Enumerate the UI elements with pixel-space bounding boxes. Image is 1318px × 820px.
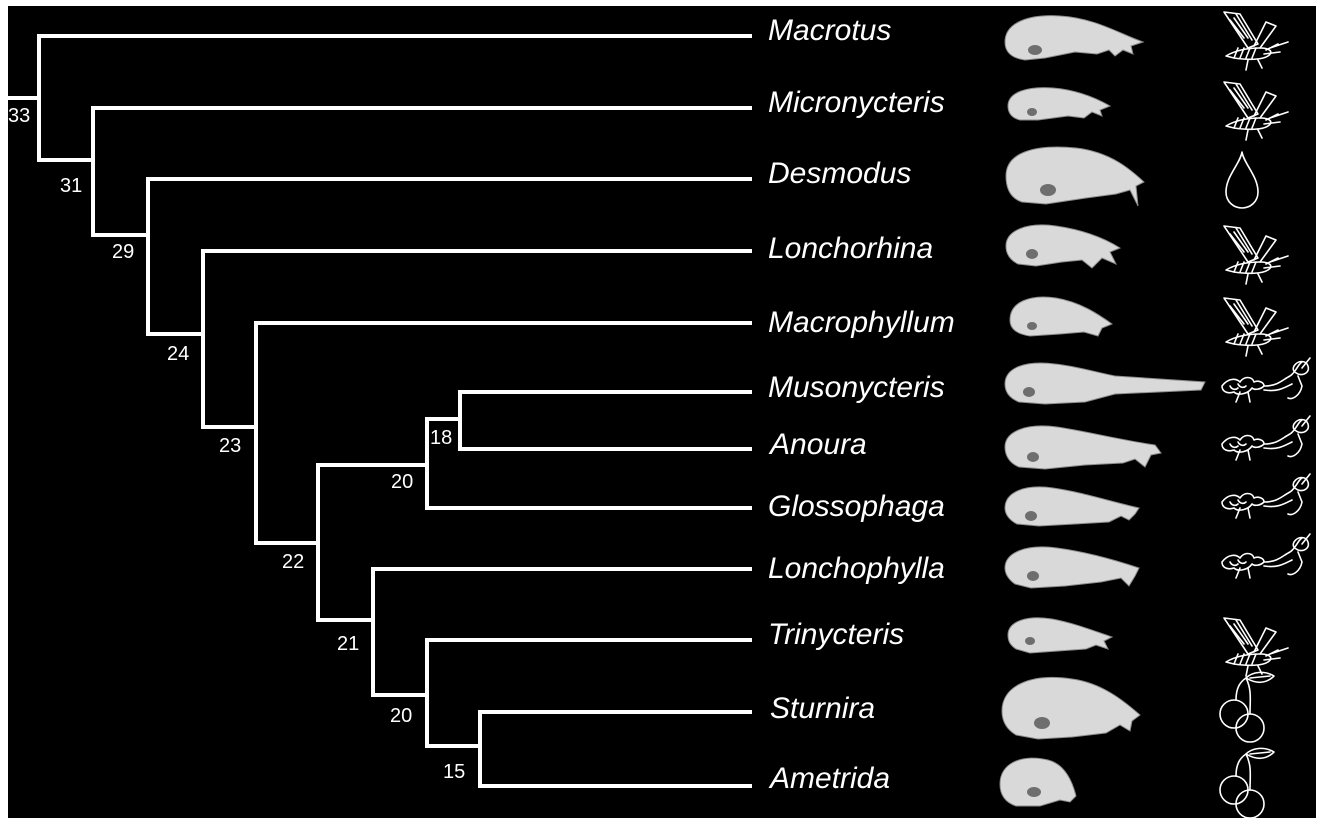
node-label-21: 21 <box>337 632 365 655</box>
taxon-label-glossophaga: Glossophaga <box>768 490 945 523</box>
taxon-label-macrophyllum: Macrophyllum <box>768 306 955 339</box>
node-label-20-upper: 20 <box>391 470 419 493</box>
insect-icon <box>1224 226 1288 284</box>
skull-image-lonchorhina <box>1006 225 1120 268</box>
svg-text:33: 33 <box>8 105 30 127</box>
svg-text:20: 20 <box>391 471 413 493</box>
skull-image-micronycteris <box>1008 88 1110 120</box>
insect-icon <box>1224 298 1288 356</box>
svg-text:31: 31 <box>60 175 82 197</box>
node-label-15: 15 <box>443 760 471 783</box>
skull-image-sturnira <box>1002 677 1140 739</box>
taxon-label-musonycteris: Musonycteris <box>768 371 945 404</box>
taxon-label-micronycteris: Micronycteris <box>768 86 945 119</box>
taxon-label-sturnira: Sturnira <box>770 692 875 725</box>
svg-text:21: 21 <box>337 633 359 655</box>
fruit-icon <box>1220 748 1274 818</box>
svg-text:29: 29 <box>112 241 134 263</box>
insect-icon <box>1224 618 1288 676</box>
node-label-23: 23 <box>219 434 247 457</box>
node-label-29: 29 <box>112 240 140 263</box>
svg-text:20: 20 <box>390 705 412 727</box>
insect-icon <box>1224 12 1288 70</box>
skull-image-ametrida <box>1000 758 1076 806</box>
flower-icon <box>1222 358 1310 402</box>
skull-image-lonchophylla <box>1005 547 1139 588</box>
skull-image-macrotus <box>1005 16 1143 60</box>
taxon-label-ametrida: Ametrida <box>768 762 890 795</box>
skull-image-musonycteris <box>1005 363 1205 404</box>
svg-text:24: 24 <box>167 343 189 365</box>
blood-drop-icon <box>1226 152 1258 208</box>
taxon-label-lonchophylla: Lonchophylla <box>768 552 945 585</box>
skull-image-anoura <box>1005 426 1161 469</box>
node-label-33: 33 <box>8 102 36 127</box>
fruit-icon <box>1220 672 1274 742</box>
svg-text:18: 18 <box>430 427 452 449</box>
flower-icon <box>1222 474 1310 518</box>
taxon-label-anoura: Anoura <box>768 428 867 461</box>
skull-image-glossophaga <box>1005 487 1139 526</box>
svg-text:15: 15 <box>443 761 465 783</box>
node-label-24: 24 <box>167 342 195 365</box>
flower-icon <box>1222 534 1310 578</box>
flower-icon <box>1222 416 1310 460</box>
node-label-31: 31 <box>60 174 88 197</box>
node-label-18: 18 <box>430 426 458 449</box>
insect-icon <box>1224 82 1288 140</box>
taxon-label-macrotus: Macrotus <box>768 14 891 47</box>
taxon-label-desmodus: Desmodus <box>768 157 911 190</box>
skull-image-desmodus <box>1006 147 1144 206</box>
svg-text:22: 22 <box>282 551 304 573</box>
taxon-label-trinycteris: Trinycteris <box>768 618 904 651</box>
node-label-20-lower: 20 <box>390 704 418 727</box>
svg-text:23: 23 <box>219 435 241 457</box>
node-label-22: 22 <box>282 550 310 573</box>
taxon-label-lonchorhina: Lonchorhina <box>768 232 933 265</box>
skull-image-trinycteris <box>1008 618 1112 653</box>
skull-image-macrophyllum <box>1010 297 1112 336</box>
